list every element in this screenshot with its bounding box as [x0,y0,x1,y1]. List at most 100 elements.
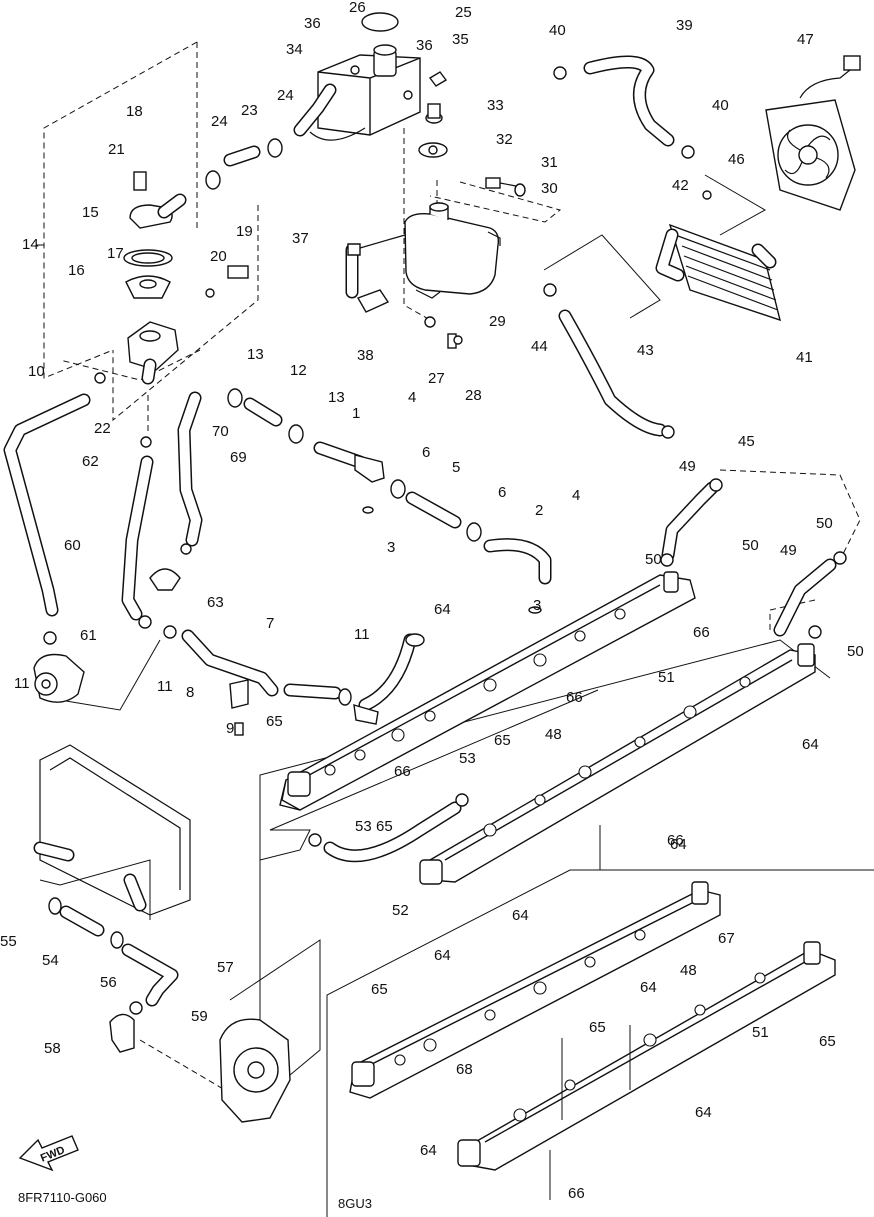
part-callout-4: 4 [572,487,580,504]
part-callout-60: 60 [64,537,81,554]
part-callout-12: 12 [290,362,307,379]
part-callout-4: 4 [408,389,416,406]
frame-pipe-48-lower [349,881,721,1099]
part-callout-30: 30 [541,180,558,197]
part-callout-65: 65 [589,1019,606,1036]
part-callout-2: 2 [535,502,543,519]
part-callout-50: 50 [847,643,864,660]
part-callout-24: 24 [277,87,294,104]
part-callout-64: 64 [640,979,657,996]
part-callout-7: 7 [266,615,274,632]
frame-pipe-51-upper [419,643,816,885]
part-callout-51: 51 [752,1024,769,1041]
variant-8gu3-inset [326,869,874,1217]
part-callout-38: 38 [357,347,374,364]
part-callout-67: 67 [718,930,735,947]
variant-label: 8GU3 [338,1196,372,1211]
part-callout-23: 23 [241,102,258,119]
part-callout-11: 11 [14,675,30,692]
part-callout-49: 49 [679,458,696,475]
upper-side-hoses [308,478,847,863]
frame-pipe-holes-upper [324,608,751,837]
left-hoses [3,372,203,645]
part-callout-41: 41 [796,349,813,366]
part-callout-14: 14 [22,236,39,253]
part-callout-48: 48 [680,962,697,979]
part-callout-56: 56 [100,974,117,991]
part-callout-54: 54 [42,952,59,969]
part-callout-22: 22 [94,420,111,437]
hoses-and-pipes [205,55,695,614]
frame-pipe-51-lower [457,941,836,1171]
part-callout-58: 58 [44,1040,61,1057]
part-callout-13: 13 [328,389,345,406]
part-callout-11: 11 [354,626,370,643]
part-callout-52: 52 [392,902,409,919]
part-callout-45: 45 [738,433,755,450]
part-callout-33: 33 [487,97,504,114]
part-callout-57: 57 [217,959,234,976]
coolant-tank [345,177,526,349]
part-callout-42: 42 [672,177,689,194]
part-callout-64: 64 [670,836,687,853]
part-callout-65: 65 [371,981,388,998]
part-callout-27: 27 [428,370,445,387]
water-pump [33,653,85,703]
part-callout-31: 31 [541,154,558,171]
part-callout-43: 43 [637,342,654,359]
part-callout-64: 64 [434,947,451,964]
part-callout-37: 37 [292,230,309,247]
part-callout-3: 3 [387,539,395,556]
part-callout-61: 61 [80,627,97,644]
part-callout-53: 53 [355,818,372,835]
part-callout-8: 8 [186,684,194,701]
part-callout-50: 50 [816,515,833,532]
part-callout-21: 21 [108,141,125,158]
part-callout-64: 64 [420,1142,437,1159]
part-callout-26: 26 [349,0,366,16]
part-callout-50: 50 [742,537,759,554]
part-callout-66: 66 [667,832,684,849]
part-callout-6: 6 [422,444,430,461]
part-callout-49: 49 [780,542,797,559]
part-callout-47: 47 [797,31,814,48]
thermostat-assembly-outline [36,41,259,422]
part-callout-11: 11 [157,678,173,695]
part-callout-3: 3 [533,597,541,614]
part-callout-65: 65 [376,818,393,835]
part-callout-68: 68 [456,1061,473,1078]
part-callout-70: 70 [212,423,229,440]
part-callout-19: 19 [236,223,253,240]
part-callout-62: 62 [82,453,99,470]
radiator [655,190,781,322]
part-callout-66: 66 [693,624,710,641]
part-callout-55: 55 [0,933,17,950]
part-callout-64: 64 [695,1104,712,1121]
part-callout-66: 66 [568,1185,585,1202]
part-callout-6: 6 [498,484,506,501]
part-callout-40: 40 [712,97,729,114]
part-callout-46: 46 [728,151,745,168]
part-callout-15: 15 [82,204,99,221]
part-callout-64: 64 [434,601,451,618]
radiator-fan [765,55,861,211]
engine-cooling-jacket [33,744,191,916]
part-callout-51: 51 [658,669,675,686]
part-callout-1: 1 [352,405,360,422]
part-callout-69: 69 [230,449,247,466]
part-callout-36: 36 [416,37,433,54]
forward-direction-arrow: FWD [18,1135,79,1172]
part-callout-16: 16 [68,262,85,279]
part-callout-36: 36 [304,15,321,32]
part-callout-17: 17 [107,245,124,262]
pipe-7 [181,629,425,736]
part-callout-63: 63 [207,594,224,611]
part-callout-59: 59 [191,1008,208,1025]
part-callout-5: 5 [452,459,460,476]
part-callout-64: 64 [512,907,529,924]
lower-left-hoses [48,897,179,1053]
part-callout-25: 25 [455,4,472,21]
part-callout-20: 20 [210,248,227,265]
